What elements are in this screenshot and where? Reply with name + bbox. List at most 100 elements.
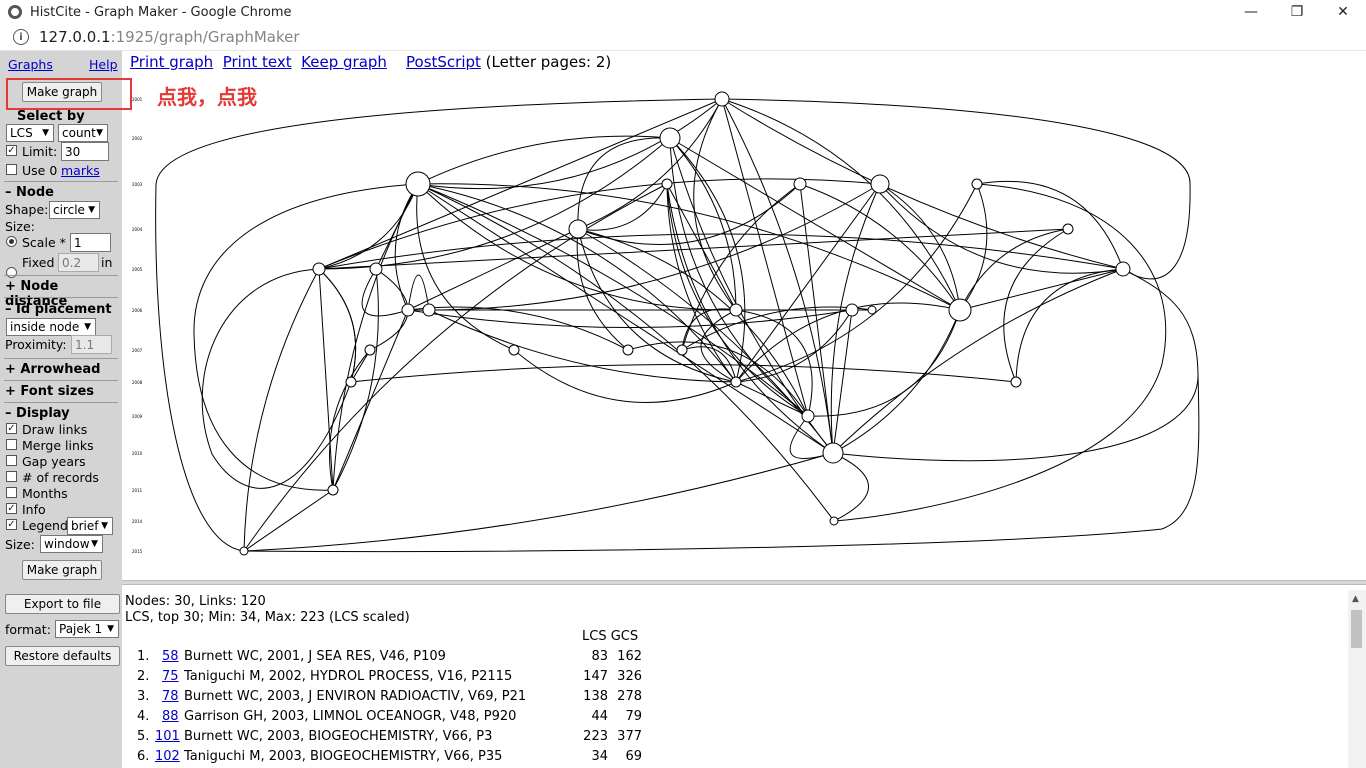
merge-links-checkbox[interactable] [6, 439, 17, 450]
graph-node[interactable] [1010, 376, 1022, 388]
scale-input[interactable]: 1 [70, 233, 111, 252]
scroll-up-icon[interactable]: ▲ [1352, 594, 1359, 604]
graph-node[interactable] [870, 174, 890, 194]
graph-node[interactable] [568, 219, 588, 239]
fixed-radio[interactable] [6, 267, 17, 278]
graph-node[interactable] [971, 178, 983, 190]
graph-node[interactable] [508, 344, 520, 356]
font-sizes-heading[interactable]: + Font sizes [5, 384, 95, 399]
gap-years-checkbox[interactable] [6, 455, 17, 466]
record-id-link[interactable]: 101 [155, 729, 180, 744]
year-label: 2002 [132, 136, 143, 141]
graph-node[interactable] [793, 177, 807, 191]
info-icon[interactable]: i [13, 29, 29, 45]
print-graph-link[interactable]: Print graph [130, 53, 214, 71]
size-window-dropdown[interactable]: window▼ [40, 535, 103, 553]
legend-dropdown[interactable]: brief▼ [67, 517, 113, 535]
restore-defaults-button[interactable]: Restore defaults [5, 646, 120, 666]
scrollbar-thumb[interactable] [1351, 610, 1362, 648]
legend-value: brief [71, 519, 99, 533]
make-graph-button-bottom[interactable]: Make graph [22, 560, 102, 580]
citation-link [243, 373, 1200, 553]
graph-node[interactable] [239, 546, 249, 556]
chevron-down-icon: ▼ [101, 521, 108, 531]
graph-node[interactable] [345, 376, 357, 388]
legend-checkbox[interactable]: ✓ [6, 519, 17, 530]
graph-node[interactable] [659, 127, 681, 149]
scale-radio[interactable] [6, 236, 17, 247]
num-records-checkbox[interactable] [6, 471, 17, 482]
graph-node[interactable] [829, 516, 839, 526]
restore-button[interactable]: ❐ [1290, 4, 1304, 20]
graph-node[interactable] [845, 303, 859, 317]
display-heading[interactable]: – Display [5, 406, 70, 421]
shape-dropdown[interactable]: circle▼ [49, 201, 100, 219]
record-id-link[interactable]: 58 [162, 649, 179, 664]
id-placement-dropdown[interactable]: inside node▼ [6, 318, 96, 336]
citation-link [417, 183, 835, 522]
size2-label: Size: [5, 537, 35, 552]
record-id-link[interactable]: 78 [162, 689, 179, 704]
select-mode-value: count [62, 126, 96, 140]
select-mode-dropdown[interactable]: count▼ [58, 124, 108, 142]
info-checkbox[interactable]: ✓ [6, 503, 17, 514]
format-dropdown[interactable]: Pajek 1▼ [55, 620, 119, 638]
record-id-link[interactable]: 88 [162, 709, 179, 724]
graph-node[interactable] [948, 298, 972, 322]
record-id-link[interactable]: 75 [162, 669, 179, 684]
graph-node[interactable] [622, 344, 634, 356]
make-graph-button-top[interactable]: Make graph [22, 82, 102, 102]
marks-link[interactable]: marks [61, 163, 100, 178]
window-titlebar: HistCite - Graph Maker - Google Chrome —… [0, 0, 1366, 24]
graph-node[interactable] [676, 344, 688, 356]
export-to-file-button[interactable]: Export to file [5, 594, 120, 614]
legend-label: Legend [22, 518, 68, 533]
url-text[interactable]: 127.0.0.1:1925/graph/GraphMaker [39, 28, 300, 46]
graph-node[interactable] [422, 303, 436, 317]
record-id-link[interactable]: 102 [155, 749, 180, 764]
id-placement-heading[interactable]: – Id placement [5, 302, 112, 317]
graph-node[interactable] [1062, 223, 1074, 235]
graph-node[interactable] [729, 303, 743, 317]
graph-node[interactable] [1115, 261, 1131, 277]
panel-divider[interactable] [122, 580, 1366, 585]
graph-node[interactable] [730, 376, 742, 388]
graph-node[interactable] [405, 171, 431, 197]
citation-graph[interactable]: 2001200220032004200520062007200820092010… [122, 74, 1366, 580]
arrowhead-heading[interactable]: + Arrowhead [5, 362, 101, 377]
print-text-link[interactable]: Print text [222, 53, 292, 71]
graph-node[interactable] [801, 409, 815, 423]
graphs-link[interactable]: Graphs [8, 57, 53, 72]
close-button[interactable]: ✕ [1337, 4, 1349, 20]
fixed-input[interactable]: 0.2 [58, 253, 99, 272]
graph-node[interactable] [401, 303, 415, 317]
use-marks-checkbox[interactable] [6, 164, 17, 175]
graph-node[interactable] [312, 262, 326, 276]
chevron-down-icon: ▼ [91, 539, 98, 549]
gap-years-label: Gap years [22, 454, 86, 469]
citation-link [407, 309, 853, 328]
address-bar[interactable]: i 127.0.0.1:1925/graph/GraphMaker [0, 24, 1366, 51]
proximity-input[interactable]: 1.1 [71, 335, 112, 354]
graph-node[interactable] [867, 305, 877, 315]
help-link[interactable]: Help [89, 57, 118, 72]
draw-links-checkbox[interactable]: ✓ [6, 423, 17, 434]
graph-node[interactable] [369, 262, 383, 276]
keep-graph-link[interactable]: Keep graph [301, 53, 387, 71]
graph-node[interactable] [661, 178, 673, 190]
url-path: :1925/graph/GraphMaker [110, 28, 300, 46]
postscript-link[interactable]: PostScript [406, 53, 481, 71]
limit-input[interactable]: 30 [61, 142, 109, 161]
info-scrollbar[interactable]: ▲ [1348, 590, 1366, 768]
graph-node[interactable] [327, 484, 339, 496]
minimize-button[interactable]: — [1244, 4, 1258, 20]
limit-checkbox[interactable]: ✓ [6, 145, 17, 156]
node-section-heading[interactable]: – Node [5, 185, 54, 200]
months-checkbox[interactable] [6, 487, 17, 498]
graph-node[interactable] [714, 91, 730, 107]
select-metric-dropdown[interactable]: LCS▼ [6, 124, 54, 142]
record-lcs: 34 [591, 749, 608, 764]
graph-node[interactable] [822, 442, 844, 464]
record-gcs: 278 [617, 689, 642, 704]
graph-node[interactable] [364, 344, 376, 356]
